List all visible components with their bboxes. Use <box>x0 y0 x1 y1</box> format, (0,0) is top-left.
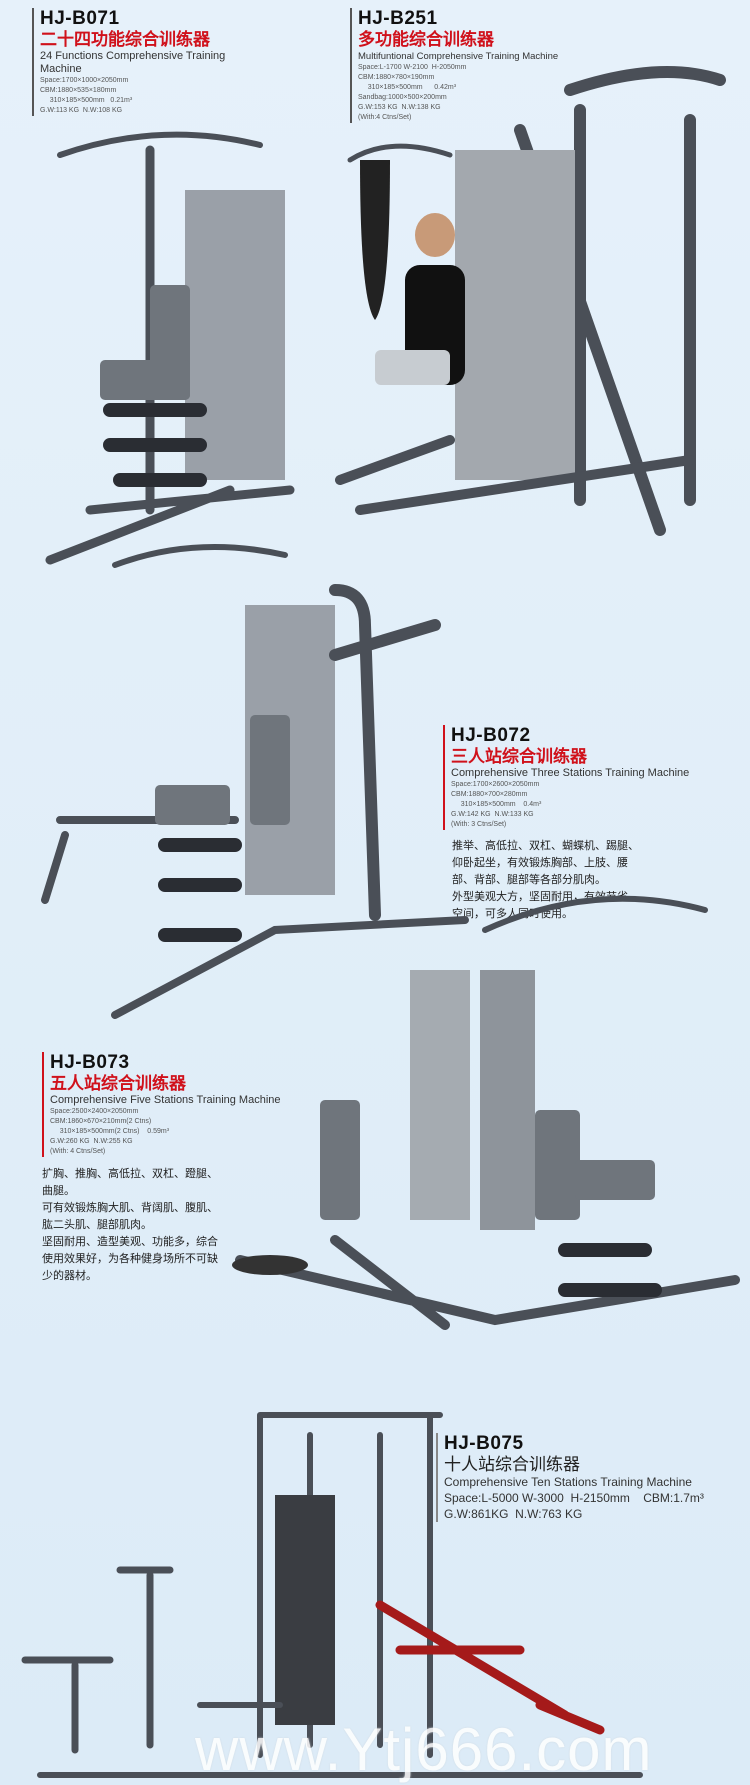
product-name-en: Comprehensive Three Stations Training Ma… <box>451 767 690 779</box>
desc-line: 扩胸、推胸、高低拉、双杠、蹬腿、 <box>42 1168 218 1180</box>
spec: Space:1700×2600×2050mm <box>451 781 540 788</box>
spec: G.W:113 KG N.W:108 KG <box>40 107 123 114</box>
desc-line: 部、背部、腿部等各部分肌肉。 <box>452 874 606 886</box>
machine-image-b251 <box>335 66 726 536</box>
product-description-b072: 推举、高低拉、双杠、蝴蝶机、踢腿、 仰卧起坐，有效锻炼胸部、上肢、腰 部、背部、… <box>452 838 639 923</box>
spec: Space:L-1700 W-2100 H-2050mm <box>358 64 467 71</box>
product-name-cn: 五人站综合训练器 <box>50 1074 186 1093</box>
product-info-b251: HJ-B251 多功能综合训练器 Multifuntional Comprehe… <box>350 8 580 123</box>
product-name-cn: 多功能综合训练器 <box>358 30 494 49</box>
desc-line: 少的器材。 <box>42 1270 97 1282</box>
product-name-cn: 二十四功能综合训练器 <box>40 30 210 49</box>
spec: G.W:142 KG N.W:133 KG <box>451 811 534 818</box>
product-info-b072: HJ-B072 三人站综合训练器 Comprehensive Three Sta… <box>443 725 743 830</box>
spec: 310×185×500mm 0.4m³ <box>451 801 542 808</box>
spec: 310×185×500mm 0.21m³ <box>40 97 133 104</box>
spec: G.W:153 KG N.W:138 KG <box>358 104 441 111</box>
spec: (With: 4 Ctns/Set) <box>50 1148 106 1155</box>
product-code: HJ-B251 <box>358 8 438 29</box>
product-code: HJ-B073 <box>50 1052 130 1073</box>
desc-line: 仰卧起坐，有效锻炼胸部、上肢、腰 <box>452 857 628 869</box>
product-name-en: Comprehensive Five Stations Training Mac… <box>50 1094 281 1106</box>
watermark: www.Ytj666.com <box>195 1716 653 1783</box>
spec: (With: 3 Ctns/Set) <box>451 821 507 828</box>
desc-line: 使用效果好，为各种健身场所不可缺 <box>42 1253 218 1265</box>
spec: G.W:861KG N.W:763 KG <box>444 1507 583 1521</box>
product-info-b071: HJ-B071 二十四功能综合训练器 24 Functions Comprehe… <box>32 8 232 116</box>
spec: 310×185×500mm 0.42m³ <box>358 84 457 91</box>
product-code: HJ-B075 <box>444 1433 524 1454</box>
machine-image-b072 <box>41 544 469 1019</box>
product-info-b075: HJ-B075 十人站综合训练器 Comprehensive Ten Stati… <box>436 1433 746 1522</box>
desc-line: 推举、高低拉、双杠、蝴蝶机、踢腿、 <box>452 840 639 852</box>
desc-line: 坚固耐用、造型美观、功能多，综合 <box>42 1236 218 1248</box>
spec: Sandbag:1000×500×200mm <box>358 94 447 101</box>
product-name-en: 24 Functions Comprehensive Training Mach… <box>40 50 226 75</box>
machine-image-b073 <box>232 895 740 1330</box>
spec: CBM:1880×700×280mm <box>451 791 528 798</box>
product-name-cn: 十人站综合训练器 <box>444 1455 580 1474</box>
spec: G.W:260 KG N.W:255 KG <box>50 1138 133 1145</box>
product-code: HJ-B071 <box>40 8 120 29</box>
desc-line: 曲腿。 <box>42 1185 75 1197</box>
spec: Space:L-5000 W-3000 H-2150mm CBM:1.7m³ <box>444 1491 704 1505</box>
product-description-b073: 扩胸、推胸、高低拉、双杠、蹬腿、 曲腿。 可有效锻炼胸大肌、背阔肌、腹肌、 肱二… <box>42 1166 218 1285</box>
machine-image-b071 <box>45 131 295 565</box>
spec: Space:2500×2400×2050mm <box>50 1108 139 1115</box>
spec: (With:4 Ctns/Set) <box>358 114 412 121</box>
desc-line: 可有效锻炼胸大肌、背阔肌、腹肌、 <box>42 1202 218 1214</box>
spec: CBM:1880×535×180mm <box>40 87 117 94</box>
product-code: HJ-B072 <box>451 725 531 746</box>
spec: Space:1700×1000×2050mm <box>40 77 129 84</box>
machine-image-b075 <box>21 1412 643 1778</box>
product-name-en: Multifuntional Comprehensive Training Ma… <box>358 51 559 62</box>
product-name-en: Comprehensive Ten Stations Training Mach… <box>444 1475 692 1489</box>
desc-line: 肱二头肌、腿部肌肉。 <box>42 1219 152 1231</box>
product-info-b073: HJ-B073 五人站综合训练器 Comprehensive Five Stat… <box>42 1052 292 1157</box>
product-name-cn: 三人站综合训练器 <box>451 747 587 766</box>
spec: CBM:1860×670×210mm(2 Ctns) <box>50 1118 152 1125</box>
spec: CBM:1880×780×190mm <box>358 74 435 81</box>
spec: 310×185×500mm(2 Ctns) 0.59m³ <box>50 1128 170 1135</box>
